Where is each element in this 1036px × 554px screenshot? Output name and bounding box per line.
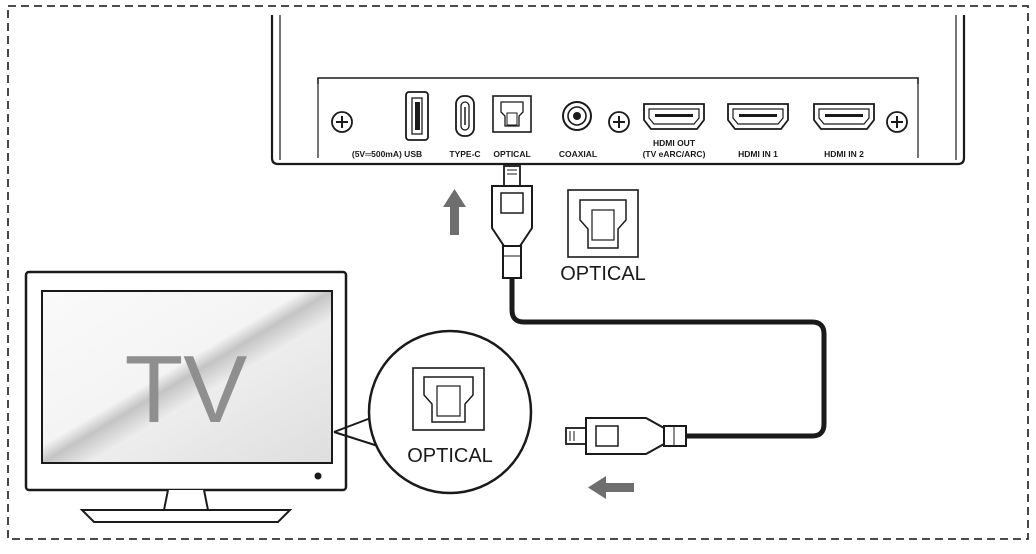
optical-symbol-icon [412, 367, 485, 431]
arrow-left-icon [588, 476, 634, 499]
optical-plug-bottom [565, 417, 687, 455]
type-c-port-label: TYPE-C [449, 149, 480, 159]
hdmi-in1-port-label: HDMI IN 1 [738, 149, 778, 159]
hdmi-in2-port-label: HDMI IN 2 [824, 149, 864, 159]
optical-symbol-icon [567, 189, 639, 258]
tv-illustration [24, 270, 348, 523]
hdmi-out-port-sublabel: (TV eARC/ARC) [643, 149, 706, 159]
type-c-port-icon [455, 95, 475, 137]
usb-port-label: (5V═500mA) USB [352, 149, 422, 159]
coaxial-port-label: COAXIAL [559, 149, 597, 159]
screw-icon [331, 111, 353, 133]
optical-symbol-label: OPTICAL [560, 263, 646, 285]
hdmi-out-port-icon [643, 103, 705, 130]
arrow-up-icon [443, 189, 466, 235]
screw-icon [608, 111, 630, 133]
tv-screen-text: TV [125, 336, 248, 443]
coaxial-port-icon [562, 101, 592, 131]
hdmi-in1-port-icon [727, 103, 789, 130]
optical-port-label: OPTICAL [493, 149, 530, 159]
optical-cable [509, 278, 827, 439]
soundbar-rear-panel [270, 15, 966, 166]
hdmi-in2-port-icon [813, 103, 875, 130]
screw-icon [886, 111, 908, 133]
usb-port-icon [405, 91, 429, 141]
tv-optical-label: OPTICAL [407, 445, 493, 467]
power-led-icon [314, 472, 322, 480]
dashed-border [7, 5, 1029, 540]
optical-port-icon [492, 95, 532, 133]
hdmi-out-port-label: HDMI OUT [653, 138, 696, 148]
optical-plug-top [491, 165, 533, 279]
